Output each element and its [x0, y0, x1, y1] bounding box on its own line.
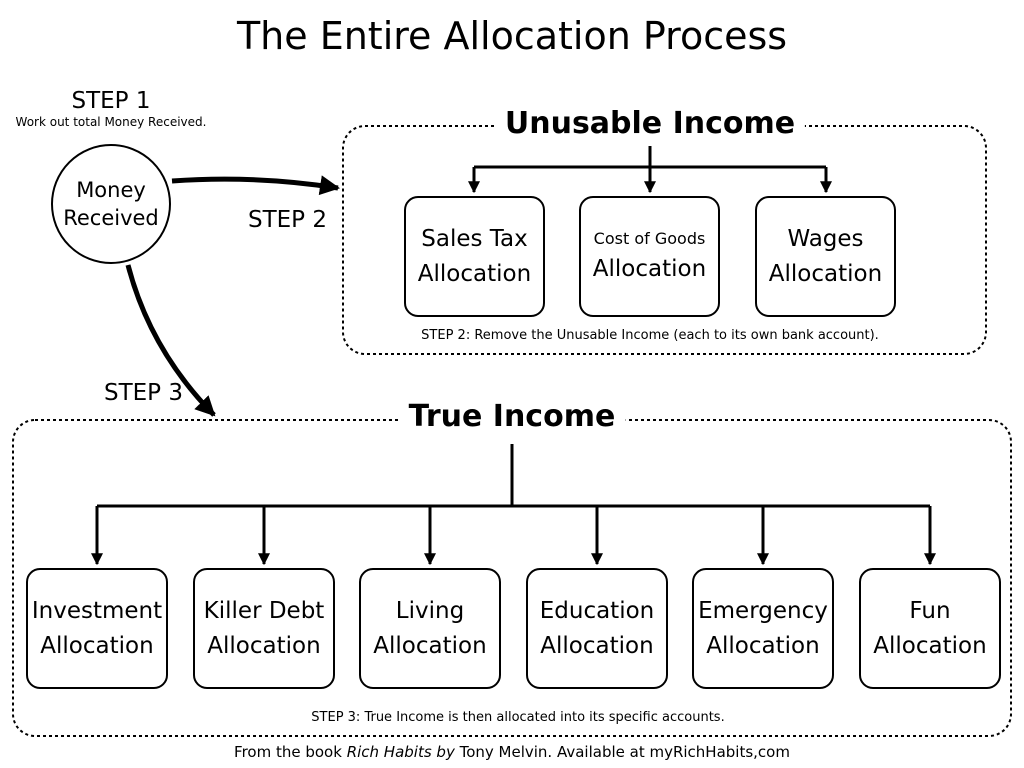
step2-note: STEP 2: Remove the Unusable Income (each…	[421, 328, 879, 343]
step2-label: STEP 2	[248, 207, 327, 233]
step1-label: STEP 1	[71, 88, 151, 114]
money-received-line2: Received	[63, 206, 159, 230]
box-line1: Cost of Goods	[593, 229, 706, 249]
box-line2: Allocation	[373, 632, 487, 659]
box-line1: Investment	[31, 598, 163, 624]
unusable-income-title: Unusable Income	[494, 106, 806, 141]
box-line2: Allocation	[207, 632, 321, 659]
footer-credit: From the book Rich Habits by Tony Melvin…	[234, 743, 790, 761]
step3-arrow	[125, 264, 216, 417]
box-line2: Allocation	[417, 260, 532, 287]
box-line1: Emergency	[698, 598, 828, 624]
true-income-tree	[91, 444, 936, 566]
investment-allocation-box: Investment Allocation	[26, 568, 168, 689]
step1-description: Work out total Money Received.	[15, 115, 207, 129]
fun-allocation-box: Fun Allocation	[859, 568, 1001, 689]
step3-note: STEP 3: True Income is then allocated in…	[311, 710, 725, 725]
emergency-allocation-box: Emergency Allocation	[692, 568, 834, 689]
footer-suffix: Tony Melvin. Available at myRichHabits,c…	[454, 743, 790, 761]
wages-allocation-box: Wages Allocation	[755, 196, 896, 317]
box-line1: Killer Debt	[203, 598, 325, 624]
box-line2: Allocation	[592, 256, 707, 283]
box-line1: Wages	[787, 226, 864, 252]
money-received-line1: Money	[76, 177, 146, 202]
step3-label: STEP 3	[104, 380, 183, 406]
page-title: The Entire Allocation Process	[236, 14, 788, 58]
true-income-title: True Income	[398, 399, 626, 434]
money-received-circle	[51, 144, 171, 264]
box-line1: Education	[539, 598, 655, 624]
sales-tax-allocation-box: Sales Tax Allocation	[404, 196, 545, 317]
box-line2: Allocation	[706, 632, 820, 659]
money-received-label: Money Received	[52, 145, 170, 263]
box-line1: Fun	[909, 598, 951, 624]
box-line2: Allocation	[768, 260, 883, 287]
box-line2: Allocation	[873, 632, 987, 659]
box-line1: Sales Tax	[421, 226, 528, 252]
box-line2: Allocation	[540, 632, 654, 659]
unusable-income-tree	[468, 146, 832, 194]
footer-by: by	[431, 743, 455, 761]
step2-arrow	[171, 175, 340, 196]
killer-debt-allocation-box: Killer Debt Allocation	[193, 568, 335, 689]
box-line1: Living	[395, 598, 465, 624]
footer-prefix: From the book	[234, 743, 347, 761]
footer-book-title: Rich Habits	[346, 743, 432, 761]
cost-of-goods-allocation-box: Cost of Goods Allocation	[579, 196, 720, 317]
living-allocation-box: Living Allocation	[359, 568, 501, 689]
education-allocation-box: Education Allocation	[526, 568, 668, 689]
box-line2: Allocation	[40, 632, 154, 659]
